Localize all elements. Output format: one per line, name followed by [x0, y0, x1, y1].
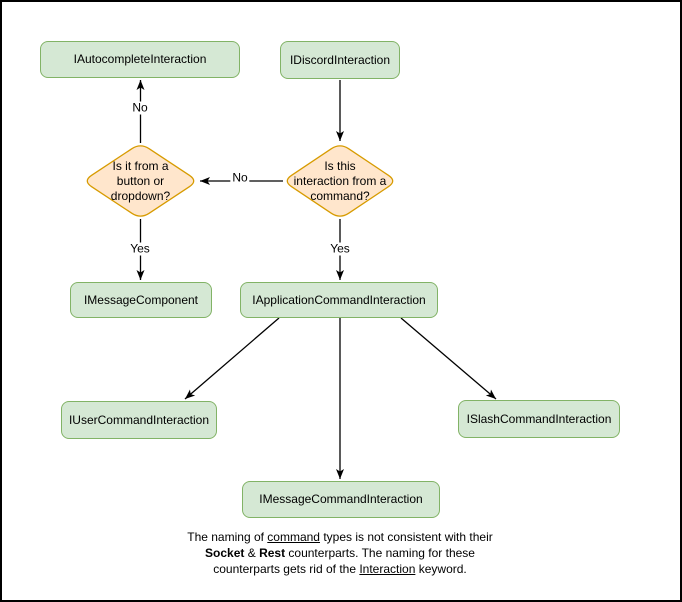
note-segment-underlined: command [267, 530, 320, 544]
node-discord-interaction: IDiscordInteraction [280, 41, 400, 79]
decision-label-button-or-dropdown: Is it from a button or dropdown? [110, 158, 171, 203]
note-segment: The naming of [187, 530, 268, 544]
node-slash-command-interaction: ISlashCommandInteraction [458, 400, 620, 438]
node-autocomplete-interaction: IAutocompleteInteraction [40, 41, 240, 78]
note-line-3: counterparts gets rid of the Interaction… [140, 561, 540, 577]
edge-label-yes-to-application-command: Yes [328, 241, 352, 256]
edge-label-no-to-autocomplete: No [130, 100, 150, 115]
note-segment: keyword. [415, 562, 467, 576]
note-segment-bold: Socket [205, 546, 245, 560]
note-line-1: The naming of command types is not consi… [140, 529, 540, 545]
diagram-note: The naming of command types is not consi… [140, 529, 540, 577]
node-message-command-interaction: IMessageCommandInteraction [242, 481, 440, 518]
edge-application-command-to-slash-command [400, 317, 497, 400]
note-segment: counterparts. The naming for these [285, 546, 475, 560]
edge-label-yes-to-message-component: Yes [128, 241, 152, 256]
note-segment-underlined: Interaction [359, 562, 416, 576]
note-segment: counterparts gets rid of the [213, 562, 360, 576]
decision-label-from-command: Is this interaction from a command? [293, 158, 387, 203]
edge-application-command-to-user-command [184, 317, 280, 400]
note-line-2: Socket & Rest counterparts. The naming f… [140, 545, 540, 561]
note-segment-bold: Rest [259, 546, 286, 560]
note-segment: & [244, 546, 260, 560]
edge-label-no-to-button-question: No [230, 170, 250, 185]
node-message-component: IMessageComponent [70, 282, 212, 318]
node-user-command-interaction: IUserCommandInteraction [61, 401, 217, 439]
note-segment: types is not consistent with their [319, 530, 493, 544]
node-application-command-interaction: IApplicationCommandInteraction [240, 282, 438, 318]
